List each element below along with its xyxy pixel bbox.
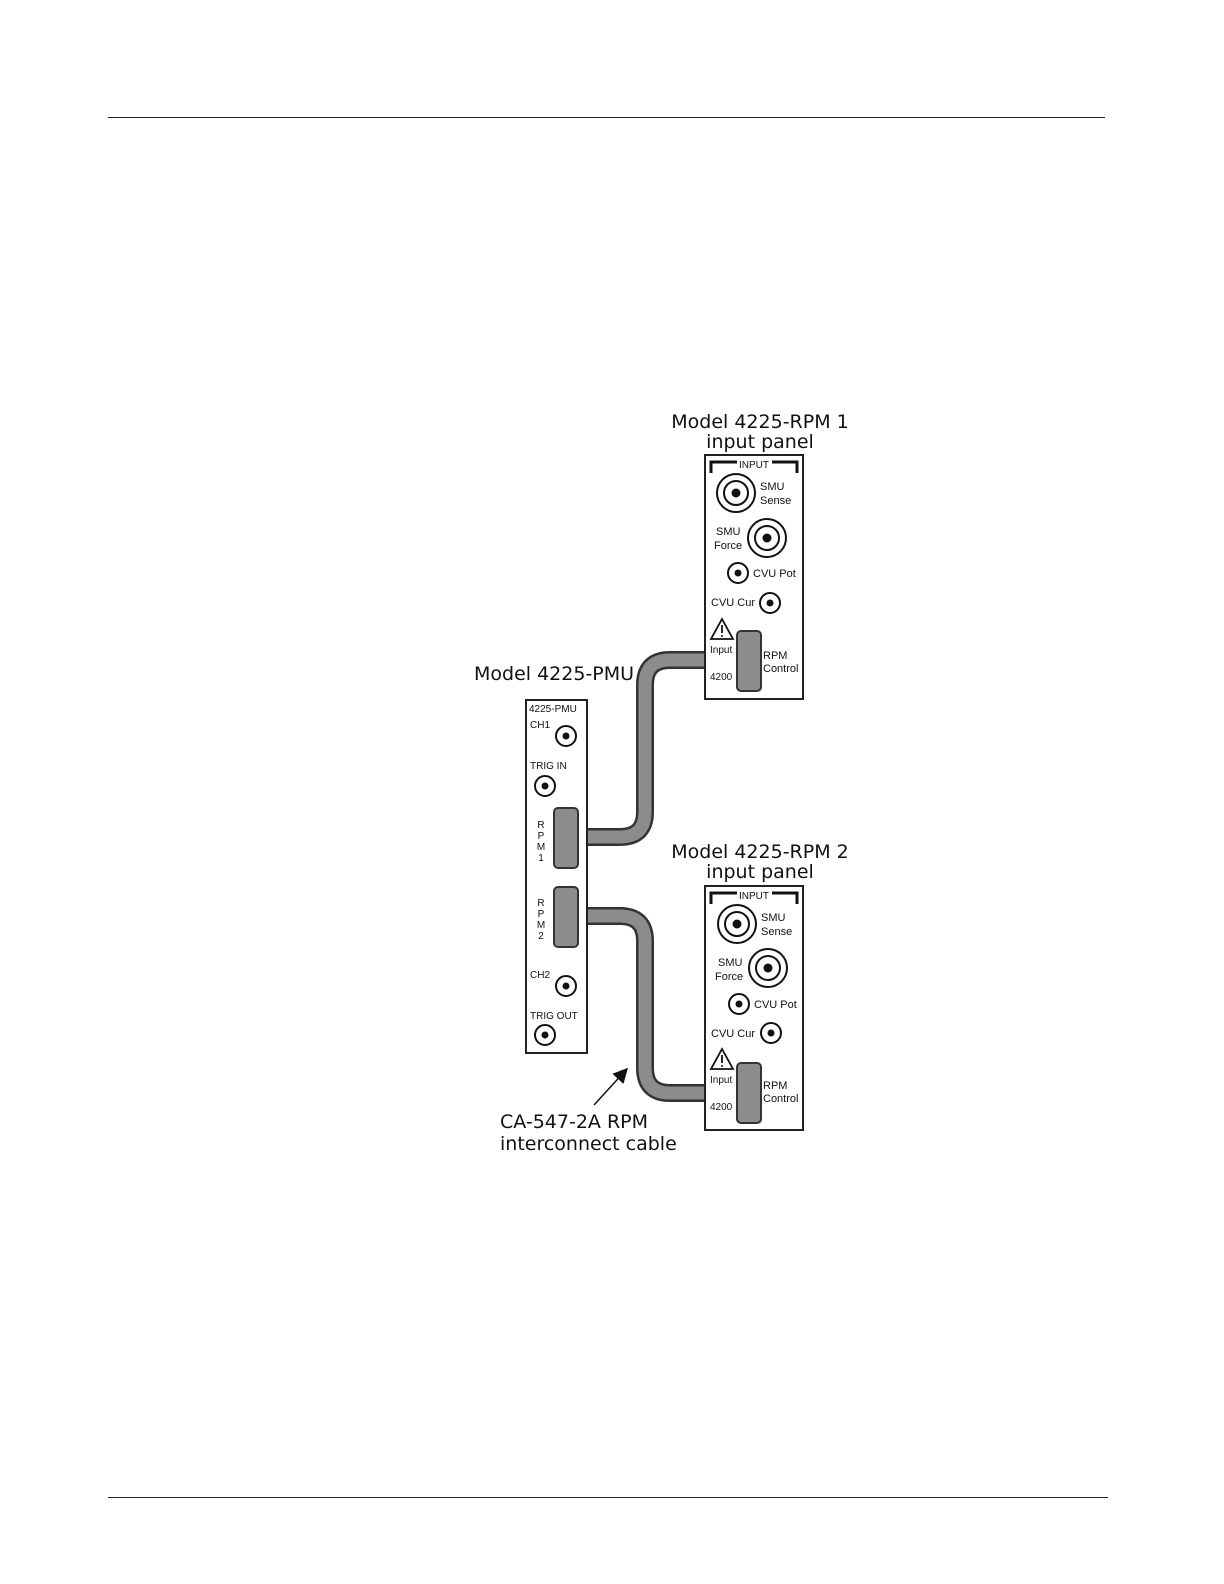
rpm2-title-line1: Model 4225-RPM 2 <box>671 841 848 863</box>
pmu-trig-in-jack <box>535 776 555 796</box>
rpm1-control-label-1: RPM <box>763 650 787 662</box>
rpm1-panel: INPUT SMU Sense SMU Force CVU Pot CVU Cu… <box>705 455 803 699</box>
rpm1-title-line2: input panel <box>706 431 814 453</box>
rpm1-smu-force-label-2: Force <box>714 540 742 552</box>
rpm2-input-label: Input <box>710 1075 732 1086</box>
pmu-rpm1-letter-r: R <box>537 820 544 831</box>
rpm2-smu-sense-label-1: SMU <box>761 912 786 924</box>
cable-title-line1: CA-547-2A RPM <box>500 1111 648 1133</box>
pmu-rpm1-letter-m: M <box>537 842 545 853</box>
pmu-title: Model 4225-PMU <box>474 663 634 685</box>
rpm2-smu-force-label-2: Force <box>715 971 743 983</box>
rpm1-smu-force-label-1: SMU <box>716 526 741 538</box>
rpm1-control-connector <box>737 631 761 691</box>
pmu-rpm1-letter-num: 1 <box>538 853 544 864</box>
rpm2-cvu-pot-jack <box>729 994 749 1014</box>
pmu-name-label: 4225-PMU <box>529 704 577 715</box>
rpm1-input-label: Input <box>710 645 732 656</box>
rpm2-smu-sense-label-2: Sense <box>761 926 792 938</box>
pmu-ch2-jack <box>556 976 576 996</box>
rpm1-model-label: 4200 <box>710 672 733 683</box>
rpm1-smu-force-jack <box>748 519 786 557</box>
rpm1-smu-sense-label-1: SMU <box>760 481 785 493</box>
rpm2-smu-force-jack <box>749 949 787 987</box>
rpm2-title-line2: input panel <box>706 861 814 883</box>
rpm1-input-header: INPUT <box>739 460 769 471</box>
pmu-ch2-label: CH2 <box>530 970 550 981</box>
rpm2-smu-force-label-1: SMU <box>718 957 743 969</box>
cable-title-line2: interconnect cable <box>500 1133 677 1155</box>
pmu-trig-in-label: TRIG IN <box>530 761 567 772</box>
rpm2-input-header: INPUT <box>739 891 769 902</box>
pmu-ch1-label: CH1 <box>530 720 550 731</box>
pmu-rpm2-letter-p: P <box>538 909 545 920</box>
pmu-rpm2-letter-num: 2 <box>538 931 544 942</box>
rpm2-model-label: 4200 <box>710 1102 733 1113</box>
pmu-rpm2-connector <box>554 887 578 947</box>
rpm1-smu-sense-jack <box>717 474 755 512</box>
pmu-trig-out-jack <box>535 1025 555 1045</box>
rpm2-control-label-1: RPM <box>763 1080 787 1092</box>
rpm1-cvu-cur-jack <box>760 593 780 613</box>
rpm2-smu-sense-jack <box>718 905 756 943</box>
rpm1-smu-sense-label-2: Sense <box>760 495 791 507</box>
rpm1-cvu-pot-label: CVU Pot <box>753 568 796 580</box>
rpm1-cvu-cur-label: CVU Cur <box>711 597 755 609</box>
rpm1-control-label-2: Control <box>763 663 798 675</box>
pmu-panel: 4225-PMU CH1 TRIG IN R P M 1 R P M 2 CH2… <box>526 700 587 1053</box>
pmu-rpm2-letter-m: M <box>537 920 545 931</box>
rpm2-panel: INPUT SMU Sense SMU Force CVU Pot CVU Cu… <box>705 886 803 1130</box>
rpm2-cvu-cur-label: CVU Cur <box>711 1028 755 1040</box>
rpm1-cvu-pot-jack <box>728 563 748 583</box>
pmu-ch1-jack <box>556 726 576 746</box>
pmu-rpm2-letter-r: R <box>537 898 544 909</box>
rpm1-title-line1: Model 4225-RPM 1 <box>671 411 848 433</box>
pmu-rpm1-letter-p: P <box>538 831 545 842</box>
rpm2-control-label-2: Control <box>763 1093 798 1105</box>
pmu-rpm1-connector <box>554 808 578 868</box>
pmu-trig-out-label: TRIG OUT <box>530 1011 578 1022</box>
rpm2-control-connector <box>737 1063 761 1123</box>
rpm2-cvu-pot-label: CVU Pot <box>754 999 797 1011</box>
rpm2-cvu-cur-jack <box>761 1023 781 1043</box>
cable-callout-arrow <box>594 1070 626 1105</box>
